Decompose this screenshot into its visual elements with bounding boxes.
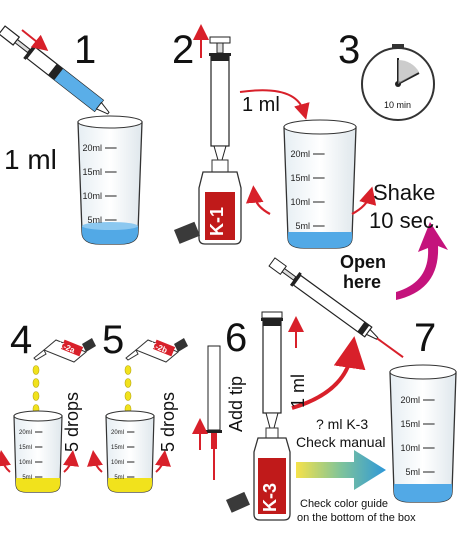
step7-mark-label: 10ml — [400, 443, 420, 453]
step4-number: 4 — [10, 318, 33, 362]
step5-mark-label: 15ml — [111, 445, 124, 451]
step2-bottle — [198, 159, 242, 245]
step5-mark-label: 20ml — [111, 430, 124, 436]
step5-mark-label: 5ml — [114, 475, 124, 481]
step3-duration: 10 sec. — [369, 208, 440, 233]
step4-drops — [32, 365, 40, 414]
step6-number: 6 — [225, 316, 248, 360]
step1-mark-label: 15ml — [82, 167, 102, 177]
step6-check-manual: Check manual — [296, 434, 386, 450]
step3-mark-label: 10ml — [290, 197, 310, 207]
step1-syringe — [0, 25, 110, 115]
step2-syringe — [209, 36, 231, 161]
step5-mark-label: 10ml — [111, 460, 124, 466]
step4-mark-label: 10ml — [19, 460, 32, 466]
step4-mark-label: 20ml — [19, 430, 32, 436]
step1-mark-label: 10ml — [82, 191, 102, 201]
step6-reagent-label: K-3 — [260, 482, 280, 512]
step1-vial — [77, 115, 143, 245]
step3-clock — [361, 44, 435, 121]
step6-tip-syringe — [206, 345, 222, 480]
step1-amount: 1 ml — [4, 144, 57, 175]
step6-syringe — [261, 311, 283, 429]
step3-mark-label: 5ml — [295, 221, 310, 231]
step6-guide-line2: on the bottom of the box — [297, 512, 416, 524]
step5-vial — [105, 410, 155, 493]
step6-cap — [226, 491, 250, 513]
step4-dropper — [33, 338, 96, 363]
step5-dropper — [125, 338, 188, 363]
step5-drops-label: 5 drops — [158, 391, 178, 452]
step3-mark-label: 15ml — [290, 173, 310, 183]
open-here-line1[interactable]: Open — [340, 252, 387, 272]
step2-number: 2 — [172, 28, 195, 72]
step6-dose: ? ml K-3 — [316, 416, 369, 432]
step7-syringe — [268, 257, 404, 359]
step6-add-tip: Add tip — [226, 375, 246, 432]
step7-mark-label: 15ml — [400, 419, 420, 429]
open-here-line2[interactable]: here — [343, 272, 382, 292]
step3-mark-label: 20ml — [290, 149, 310, 159]
step4-drops-label: 5 drops — [62, 391, 82, 452]
step5-drops — [124, 365, 132, 414]
step1-number: 1 — [74, 28, 97, 72]
open-arrow-icon — [396, 222, 448, 300]
step6-amount: 1 ml — [288, 373, 308, 408]
step1-mark-label: 20ml — [82, 143, 102, 153]
step1-mark-label: 5ml — [87, 215, 102, 225]
step2-cap — [174, 221, 201, 244]
step7-vial — [389, 364, 457, 503]
step7-mark-label: 5ml — [405, 467, 420, 477]
step7-mark-label: 20ml — [400, 395, 420, 405]
step3-shake: Shake — [373, 180, 436, 205]
step6-bottle — [253, 427, 291, 521]
step2-reagent-label: K-1 — [207, 206, 227, 236]
step3-timer-label: 10 min — [384, 100, 412, 110]
step6-guide-line1: Check color guide — [300, 498, 389, 510]
step2-amount: 1 ml — [242, 94, 280, 116]
step4-mark-label: 15ml — [19, 445, 32, 451]
color-guide-arrow — [296, 450, 386, 490]
step5-number: 5 — [102, 318, 125, 362]
step4-vial — [13, 410, 63, 493]
step3-number: 3 — [338, 28, 361, 72]
step3-vial — [283, 119, 357, 249]
step4-mark-label: 5ml — [22, 475, 32, 481]
step7-number: 7 — [414, 316, 437, 360]
